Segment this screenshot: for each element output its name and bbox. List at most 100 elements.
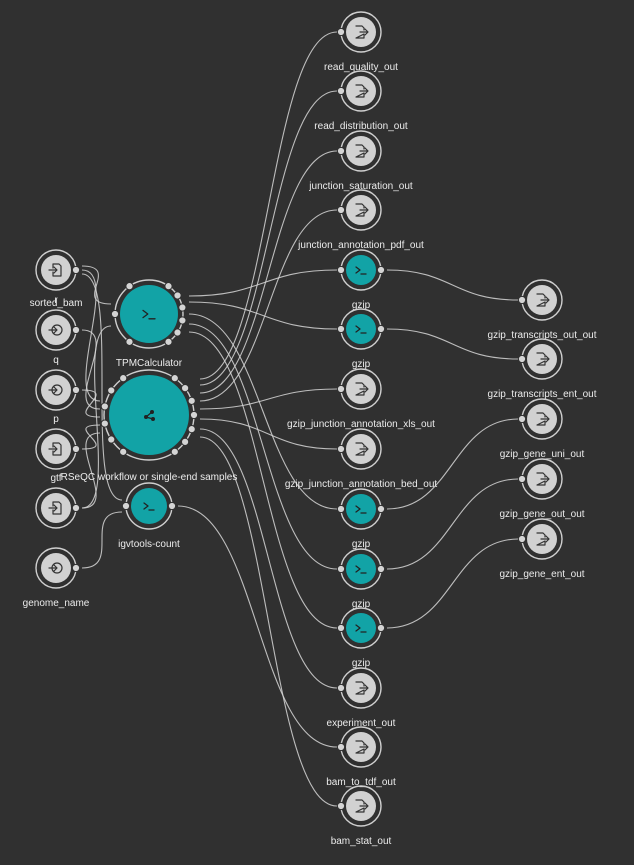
input-node-in_q[interactable]: q xyxy=(35,355,81,411)
input-port[interactable] xyxy=(125,282,134,291)
file-output-icon xyxy=(536,412,550,426)
param-input-icon xyxy=(48,562,63,574)
input-port[interactable] xyxy=(100,402,109,411)
input-port[interactable] xyxy=(121,501,131,511)
output-port[interactable] xyxy=(173,291,182,300)
input-port[interactable] xyxy=(119,374,128,383)
output-node-out_read_quality[interactable]: read_quality_out xyxy=(324,11,398,73)
output-port[interactable] xyxy=(170,447,179,456)
input-port[interactable] xyxy=(336,384,346,394)
input-port[interactable] xyxy=(336,742,346,752)
output-port[interactable] xyxy=(376,564,386,574)
node-label: experiment_out xyxy=(327,718,396,729)
output-port[interactable] xyxy=(189,410,199,420)
node-label: gzip xyxy=(352,539,371,550)
node-label: genome_name xyxy=(23,598,90,609)
terminal-icon xyxy=(355,624,367,633)
step-node-step_gzip5[interactable]: gzip xyxy=(336,607,386,669)
output-port[interactable] xyxy=(71,385,81,395)
input-node-in_p[interactable]: p xyxy=(35,414,81,470)
output-port[interactable] xyxy=(71,563,81,573)
step-node-step_igv[interactable]: igvtools-count xyxy=(118,482,180,550)
output-node-out_bam_stat[interactable]: bam_stat_out xyxy=(331,785,392,847)
input-port[interactable] xyxy=(107,386,116,395)
output-port[interactable] xyxy=(164,337,173,346)
input-port[interactable] xyxy=(336,146,346,156)
node-body xyxy=(346,613,376,643)
input-port[interactable] xyxy=(336,86,346,96)
input-port[interactable] xyxy=(119,447,128,456)
edge-step_rseqc-to-out_bam_stat xyxy=(199,436,338,807)
input-port[interactable] xyxy=(336,265,346,275)
input-port[interactable] xyxy=(107,435,116,444)
step-node-step_gzip4[interactable]: gzip xyxy=(336,548,386,610)
output-port[interactable] xyxy=(170,374,179,383)
output-port[interactable] xyxy=(180,384,190,393)
input-port[interactable] xyxy=(517,295,527,305)
output-node-out_gzip_gene_ent[interactable]: gzip_gene_ent_out xyxy=(499,518,585,580)
output-node-out_bam_to_tdf[interactable]: bam_to_tdf_out xyxy=(326,726,396,788)
input-port[interactable] xyxy=(336,801,346,811)
input-port[interactable] xyxy=(336,324,346,334)
input-port[interactable] xyxy=(336,564,346,574)
output-port[interactable] xyxy=(167,501,177,511)
step-node-step_gzip3[interactable]: gzip xyxy=(336,488,386,550)
edge-in_p-to-step_rseqc xyxy=(81,424,101,450)
input-port[interactable] xyxy=(517,354,527,364)
output-port[interactable] xyxy=(376,324,386,334)
input-port[interactable] xyxy=(336,683,346,693)
edge-in_q-to-step_rseqc xyxy=(81,389,101,418)
input-node-in_r[interactable]: r xyxy=(35,295,81,351)
output-node-out_read_distribution[interactable]: read_distribution_out xyxy=(314,70,408,132)
input-port[interactable] xyxy=(336,444,346,454)
output-port[interactable] xyxy=(180,437,190,446)
output-node-out_gzip_transcripts_out[interactable]: gzip_transcripts_out_out xyxy=(488,279,597,341)
output-node-out_gzip_junction_annotation_xls[interactable]: gzip_junction_annotation_xls_out xyxy=(287,368,435,430)
input-node-in_genome_name[interactable]: genome_name xyxy=(23,547,90,609)
output-port[interactable] xyxy=(71,325,81,335)
input-port[interactable] xyxy=(100,419,109,428)
output-port[interactable] xyxy=(71,265,81,275)
output-node-out_gzip_gene_uni[interactable]: gzip_gene_uni_out xyxy=(500,398,585,460)
node-label: gzip xyxy=(352,658,371,669)
output-node-out_junction_annotation_pdf[interactable]: junction_annotation_pdf_out xyxy=(297,189,424,251)
output-port[interactable] xyxy=(164,282,173,291)
step-node-step_gzip2[interactable]: gzip xyxy=(336,308,386,370)
input-port[interactable] xyxy=(336,205,346,215)
output-node-out_gzip_gene_out[interactable]: gzip_gene_out_out xyxy=(499,458,585,520)
output-port[interactable] xyxy=(71,503,81,513)
input-port[interactable] xyxy=(125,337,134,346)
file-output-icon xyxy=(536,532,550,546)
step-node-step_rseqc[interactable]: RSeQC workflow or single-end samples xyxy=(61,369,238,483)
input-port[interactable] xyxy=(336,623,346,633)
output-node-out_gzip_junction_annotation_bed[interactable]: gzip_junction_annotation_bed_out xyxy=(285,428,438,490)
output-port[interactable] xyxy=(376,265,386,275)
output-node-out_experiment[interactable]: experiment_out xyxy=(327,667,396,729)
input-port[interactable] xyxy=(517,534,527,544)
node-label: igvtools-count xyxy=(118,539,180,550)
output-port[interactable] xyxy=(178,316,187,325)
output-port[interactable] xyxy=(187,425,196,434)
node-body xyxy=(131,488,167,524)
input-port[interactable] xyxy=(336,27,346,37)
input-port[interactable] xyxy=(336,504,346,514)
output-port[interactable] xyxy=(71,444,81,454)
edge-step_tpm-to-step_gzip4 xyxy=(188,323,338,570)
input-node-in_gtf[interactable]: gtf xyxy=(35,473,81,529)
output-port[interactable] xyxy=(178,303,187,312)
output-node-out_gzip_transcripts_ent[interactable]: gzip_transcripts_ent_out xyxy=(488,338,597,400)
step-node-step_tpm[interactable]: TPMCalculator xyxy=(110,279,187,369)
output-port[interactable] xyxy=(376,504,386,514)
output-port[interactable] xyxy=(173,328,182,337)
output-port[interactable] xyxy=(187,396,196,405)
input-port[interactable] xyxy=(110,309,120,319)
input-node-in_sorted_bam[interactable]: sorted_bam xyxy=(30,249,83,309)
output-node-out_junction_saturation[interactable]: junction_saturation_out xyxy=(308,130,413,192)
input-port[interactable] xyxy=(517,474,527,484)
output-port[interactable] xyxy=(376,623,386,633)
edge-in_gtf-to-step_rseqc xyxy=(81,432,101,509)
node-label: bam_to_tdf_out xyxy=(326,777,396,788)
input-port[interactable] xyxy=(517,414,527,424)
step-node-step_gzip1[interactable]: gzip xyxy=(336,249,386,311)
